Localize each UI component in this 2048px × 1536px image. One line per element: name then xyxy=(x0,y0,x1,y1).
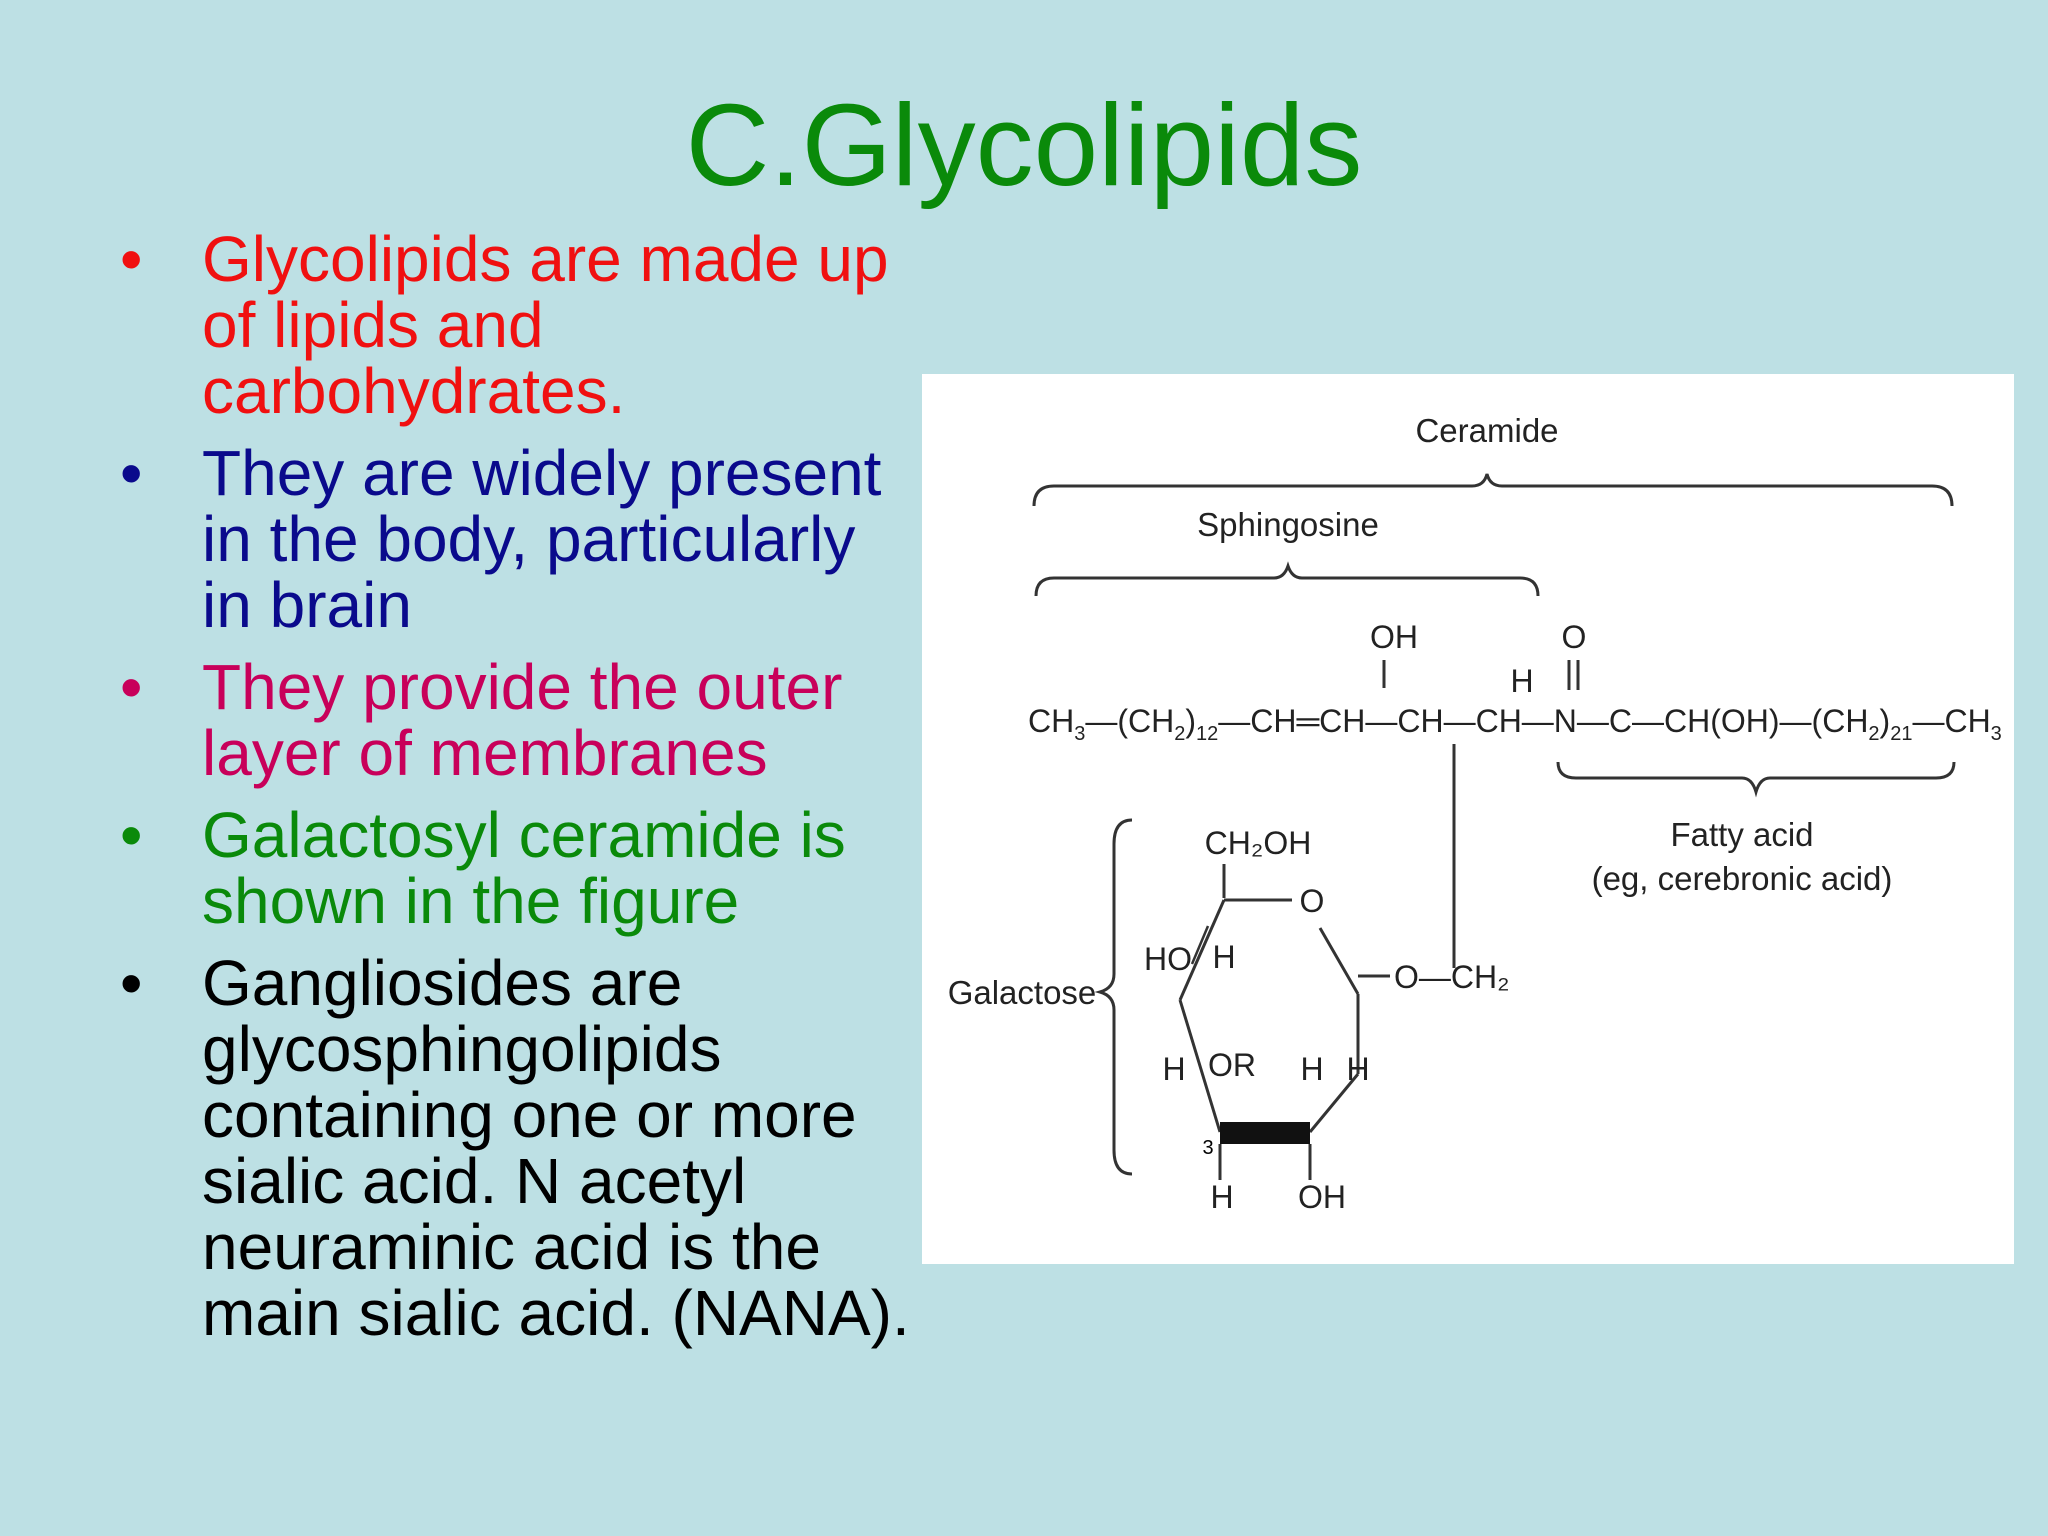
bullet-dot: • xyxy=(120,223,143,295)
bullet-text: They provide the outer layer of membrane… xyxy=(202,651,843,789)
bullet-text: Galactosyl ceramide is shown in the figu… xyxy=(202,799,846,937)
fatty-acid-brace xyxy=(1556,761,1956,798)
or-label: OR xyxy=(1208,1047,1256,1083)
sphingosine-label: Sphingosine xyxy=(1197,506,1379,543)
ring-bond-c4-c3 xyxy=(1178,999,1222,1133)
ring-oxygen-label: O xyxy=(1300,883,1325,919)
bullet-item: • Glycolipids are made up of lipids and c… xyxy=(120,226,920,424)
bullet-dot: • xyxy=(120,799,143,871)
bullet-item: • They are widely present in the body, pa… xyxy=(120,440,920,638)
bullet-item: • Gangliosides are glycosphingolipids con… xyxy=(120,950,920,1346)
bullet-text: Gangliosides are glycosphingolipids cont… xyxy=(202,947,910,1349)
ring-bottom-bond xyxy=(1220,1122,1310,1144)
sphingosine-brace xyxy=(1034,561,1540,597)
ring-bond-o-c1 xyxy=(1318,927,1360,995)
ceramide-brace xyxy=(1032,473,1954,507)
main-chain-formula: CH3—(CH2)12—CH═CH—CH—CH—N—C—CH(OH)—(CH2)… xyxy=(1028,703,2002,745)
bullet-dot: • xyxy=(120,947,143,1019)
fatty-acid-example-label: (eg, cerebronic acid) xyxy=(1592,860,1893,897)
galactose-label: Galactose xyxy=(948,974,1097,1011)
ring-bond-c1-c2 xyxy=(1308,1073,1360,1133)
c1-hydrogen-label: H xyxy=(1346,1051,1369,1087)
galactosyl-ceramide-figure: Ceramide Sphingosine OH H O CH3—(CH2)12—… xyxy=(922,374,2014,1264)
bullet-dot: • xyxy=(120,651,143,723)
ch2oh-label: CH₂OH xyxy=(1205,825,1312,861)
bullet-text: They are widely present in the body, par… xyxy=(202,437,882,641)
c4-hydrogen-label: H xyxy=(1162,1051,1185,1087)
bullet-item: • They provide the outer layer of membran… xyxy=(120,654,920,786)
ceramide-label: Ceramide xyxy=(1415,412,1558,449)
carbonyl-oxygen-label: O xyxy=(1562,619,1587,655)
ho-label: HO xyxy=(1144,941,1192,977)
structure-diagram: Ceramide Sphingosine OH H O CH3—(CH2)12—… xyxy=(948,412,2002,1215)
n-hydrogen-label: H xyxy=(1510,663,1533,699)
c2-hydrogen-label: H xyxy=(1300,1051,1323,1087)
c5-hydrogen-label: H xyxy=(1212,939,1235,975)
carbon-3-label: 3 xyxy=(1202,1137,1213,1159)
ho-bond xyxy=(1190,925,1210,965)
galactose-brace xyxy=(1094,818,1133,1176)
ring-bond-c5-c4 xyxy=(1178,899,1226,1001)
c3-bottom-hydrogen-label: H xyxy=(1210,1179,1233,1215)
bullet-item: • Galactosyl ceramide is shown in the fig… xyxy=(120,802,920,934)
bullet-text: Glycolipids are made up of lipids and ca… xyxy=(202,223,889,427)
fatty-acid-label: Fatty acid xyxy=(1670,816,1813,853)
slide-title: C.Glycolipids xyxy=(685,80,1363,210)
c2-oh-label: OH xyxy=(1298,1179,1346,1215)
bullet-dot: • xyxy=(120,437,143,509)
o-ch2-label: O—CH₂ xyxy=(1394,959,1510,995)
oh-group-label: OH xyxy=(1370,619,1418,655)
bullet-list: • Glycolipids are made up of lipids and c… xyxy=(120,226,920,1362)
